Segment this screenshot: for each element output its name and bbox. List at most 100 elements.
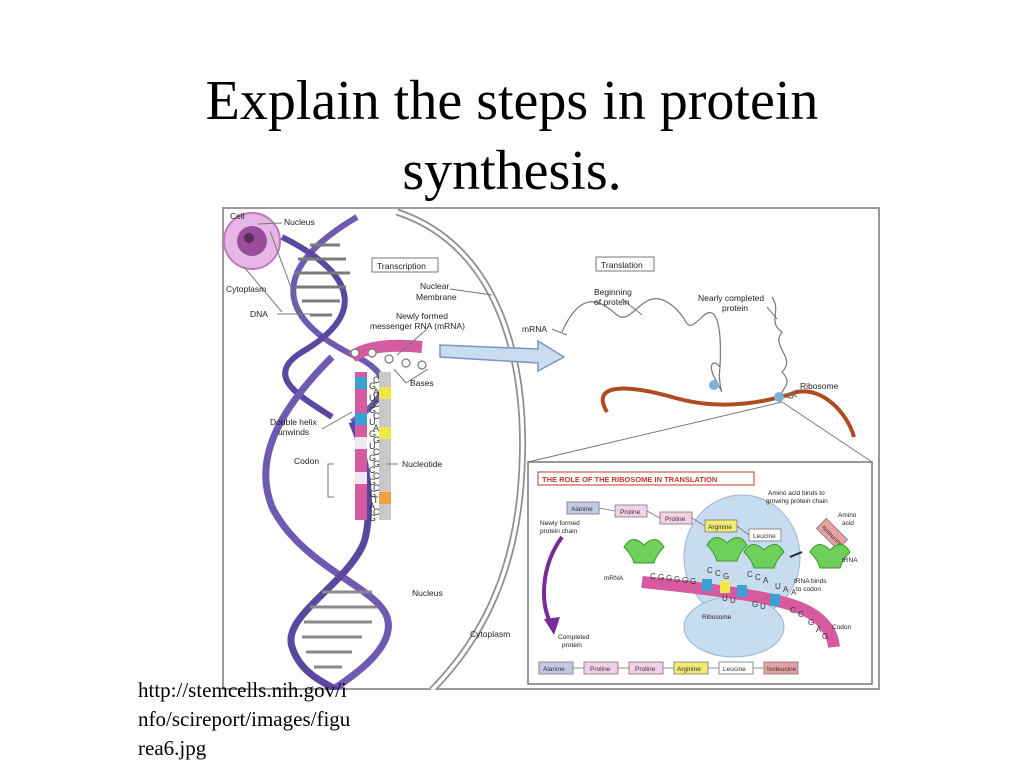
ribosome-small-subunit [683,596,785,658]
chain-aa: Arginine [708,524,732,531]
label-trna: tRNA [842,557,858,564]
dna-base: A [373,387,379,397]
mrna-base: G [666,574,672,583]
label-bases: Bases [410,378,434,388]
label-nucleus-top: Nucleus [284,217,315,227]
diagram-svg: G U G U G U G C G G A G C A C C A G C G … [222,207,880,694]
rna-base: G [369,405,376,415]
label-nucleus-bottom: Nucleus [412,588,443,598]
label-double-helix-2: unwinds [278,427,309,437]
translation-box [595,256,655,272]
label-completed-1: Completed [558,634,590,641]
inset-mrna-bases: C G G G G G U U G U C C G A G [650,572,828,641]
mrna-base: G [808,618,814,627]
label-translation: Translation [601,260,643,270]
dna-strand-top-a [290,214,386,425]
anticodon-base: U [775,582,781,591]
dna-base: C [373,447,380,457]
dna-base: C [373,471,380,481]
caption-line-2: nfo/scireport/images/figu [138,707,351,731]
mrna-base: G [658,573,664,582]
title-line-2: synthesis. [402,140,622,202]
mrna-base: G [822,632,828,641]
transcription-box [371,257,439,273]
trna-arrow [789,551,803,558]
label-codon-left: Codon [294,456,319,466]
anticodons: C C G C C A U A A [707,566,797,597]
label-dna: DNA [250,309,268,319]
chain-aa: Proline [620,509,641,516]
label-inset-ribosome: Ribosome [702,614,732,621]
anticodon-base: A [763,576,769,585]
inset-labels: Amino acid binds to growing protein chai… [540,490,858,649]
rna-bases: G U G U G U G C G G A G [369,381,376,523]
completed-protein-arrowhead [544,617,560,635]
caption-line-3: rea6.jpg [138,736,207,760]
label-amino-acid-1: Amino [838,512,857,519]
rna-base: G [369,477,376,487]
mrna-base: U [760,602,766,611]
dna-base: A [373,423,379,433]
anticodon-base: G [723,572,729,581]
label-double-helix-1: Double helix [270,417,318,427]
rna-base: G [369,453,376,463]
dna-template-strand [379,372,391,520]
mrna-base: G [674,575,680,584]
label-beginning-2: of protein [594,297,630,307]
mrna-translation [600,386,856,438]
diagram-labels: Cell Nucleus Cytoplasm DNA Transcription… [226,211,839,639]
inset-mrna-highlights [702,579,780,606]
label-completed-2: protein [562,642,582,649]
inset-title: THE ROLE OF THE RIBOSOME IN TRANSLATION [542,475,717,484]
label-transcription: Transcription [377,261,426,271]
mrna-base: G [690,577,696,586]
label-new-chain-1: Newly formed [540,520,580,527]
dna-base: C [373,507,380,517]
rna-base: G [369,513,376,523]
dna-base: C [373,399,380,409]
ribosome-small-1 [709,380,719,390]
label-inset-mrna: mRNA [604,575,624,582]
label-nearly-1: Nearly completed [698,293,764,303]
mrna-base: G [682,576,688,585]
mrna-base: C [798,610,804,619]
label-cytoplasm-top: Cytoplasm [226,284,266,294]
label-mrna-new-2: messenger RNA (mRNA) [370,321,465,331]
label-mrna-new-1: Newly formed [396,311,448,321]
dna-strand-bottom-b [287,420,373,694]
protein-chain-boxes: Alanine Proline Proline Arginine Leucine… [566,501,849,551]
mrna-base: C [790,606,796,615]
rna-base: G [369,489,376,499]
chain-links [598,507,750,536]
mrna-base: A [816,625,822,634]
label-cytoplasm-bottom: Cytoplasm [470,629,510,639]
completed-aa: Proline [635,666,656,673]
label-beginning-1: Beginning [594,287,632,297]
inset-title-box [537,471,755,486]
dna-base: C [373,411,380,421]
dna-strand-bottom-a [262,354,392,693]
source-caption: http://stemcells.nih.gov/i nfo/scireport… [138,676,408,763]
anticodon-base: A [791,588,797,597]
completed-aa: Alanine [543,666,565,673]
rna-base: U [369,441,376,451]
dna-base: G [373,435,380,445]
rna-base: A [369,501,375,511]
ribosome-inset: THE ROLE OF THE RIBOSOME IN TRANSLATION … [527,461,873,685]
caption-line-1: http://stemcells.nih.gov/i [138,678,347,702]
completed-aa: Proline [590,666,611,673]
label-nuclear-membrane-2: Membrane [416,292,457,302]
dna-base: C [373,375,380,385]
label-ribosome: Ribosome [800,381,839,391]
anticodon-base: C [747,570,753,579]
label-new-chain-2: protein chain [540,528,578,535]
slide-title: Explain the steps in protein synthesis. [0,66,1024,206]
rna-base: C [369,465,376,475]
label-mrna-right: mRNA [522,324,547,334]
mrna-base: C [650,572,656,581]
anticodon-base: C [707,566,713,575]
rna-base: G [369,429,376,439]
label-inset-codon: Codon [832,624,852,631]
anticodon-base: A [783,585,789,594]
completed-aa: Leucine [723,666,746,673]
